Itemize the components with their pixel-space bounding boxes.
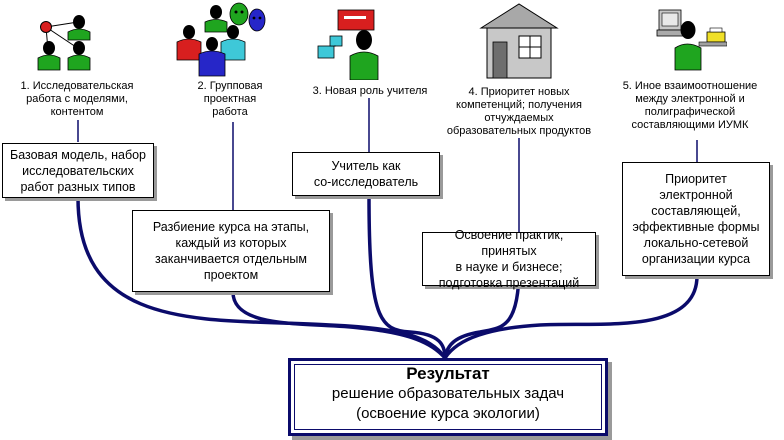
connector-thick-4 — [443, 266, 521, 360]
step-3-box: Учитель как со-исследователь — [292, 152, 440, 196]
result-box: Результат решение образовательных задач … — [288, 358, 608, 436]
connector-thick-5 — [443, 274, 699, 360]
house-icon — [479, 3, 559, 79]
connector-thick-2 — [231, 290, 447, 360]
step-2-caption: 2. Групповая проектная работа — [197, 80, 263, 118]
step-2-box: Разбиение курса на этапы, каждый из кото… — [132, 210, 330, 292]
step-1-caption: 1. Исследовательская работа с моделями, … — [20, 80, 134, 118]
step-4-caption: 4. Приоритет новых компетенций; получени… — [446, 86, 592, 137]
result-line-1: решение образовательных задач — [331, 385, 565, 402]
connector-thick-3 — [367, 194, 447, 360]
step-5-box: Приоритет электронной составляющей, эффе… — [622, 162, 770, 276]
network-people-icon — [37, 15, 91, 71]
step-4-box: Освоение практик, принятых в науке и биз… — [422, 228, 596, 290]
result-title: Результат — [406, 364, 490, 383]
teacher-board-icon — [317, 9, 379, 80]
step-3-caption: 3. Новая роль учителя — [312, 85, 428, 97]
result-line-2: (освоение курса экологии) — [356, 405, 540, 422]
step-1-box: Базовая модель, набор исследовательских … — [2, 143, 154, 198]
result-inner-border — [294, 364, 602, 430]
step-5-caption: 5. Иное взаимоотношение между электронно… — [622, 80, 758, 131]
group-people-icon — [176, 2, 266, 77]
computer-printer-icon — [656, 9, 727, 71]
